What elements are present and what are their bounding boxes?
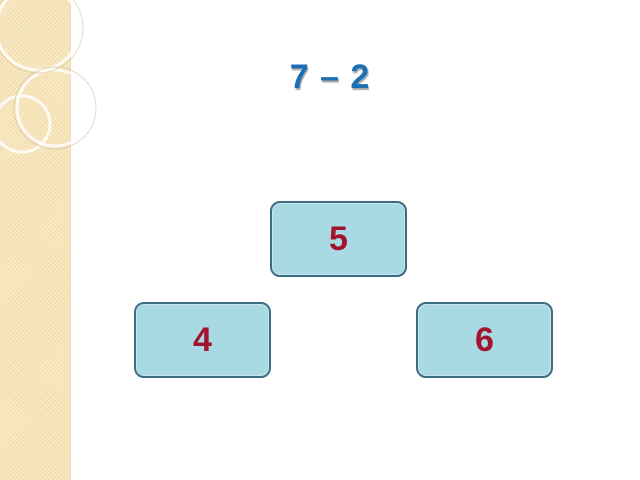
expression-title: 7 – 2 bbox=[289, 58, 371, 96]
answer-option-label: 6 bbox=[475, 321, 494, 359]
answer-option-right[interactable]: 6 bbox=[416, 302, 553, 378]
answer-option-top[interactable]: 5 bbox=[270, 201, 407, 277]
answer-option-left[interactable]: 4 bbox=[134, 302, 271, 378]
side-strip-divider bbox=[70, 0, 71, 480]
decorative-side-strip bbox=[0, 0, 71, 480]
answer-option-label: 4 bbox=[193, 321, 212, 359]
answer-option-label: 5 bbox=[329, 220, 348, 258]
decorative-rings-icon bbox=[0, 0, 97, 154]
